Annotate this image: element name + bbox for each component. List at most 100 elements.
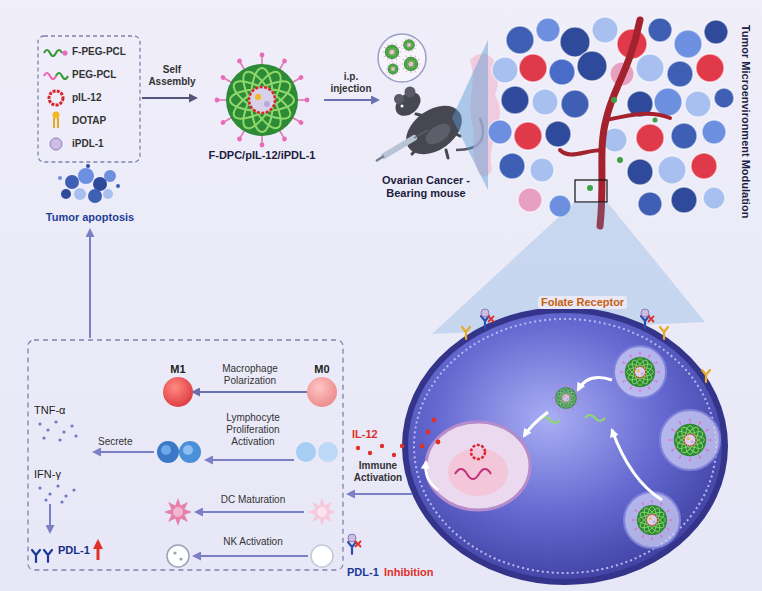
tumor-figure xyxy=(499,153,525,179)
tumor-cell-figure xyxy=(578,378,612,390)
annotation-label: Immune Activation xyxy=(350,460,406,484)
legend-sample xyxy=(42,87,70,109)
tumor-figure xyxy=(560,150,603,154)
legend-frame xyxy=(38,36,140,162)
legend-text: PEG-PCL xyxy=(72,69,116,81)
mouse-node: Ovarian Cancer -Bearing mouse xyxy=(378,34,474,200)
legend-sample xyxy=(44,50,62,56)
tumor-figure xyxy=(658,156,686,184)
node-label: Folate Receptor xyxy=(538,296,627,309)
immune-panel xyxy=(38,486,41,489)
connector-arrow xyxy=(324,99,378,101)
tumor-cell-figure xyxy=(524,412,548,436)
mouse-figure xyxy=(422,119,454,148)
immune-panel xyxy=(318,442,338,462)
immune-panel xyxy=(28,340,343,570)
node-label: Ovarian Cancer -Bearing mouse xyxy=(378,174,474,200)
immune-panel xyxy=(72,488,75,491)
tumor-cell-figure xyxy=(488,316,494,322)
nanoparticle-node: F-DPC/pIL-12/iPDL-1 xyxy=(200,56,324,162)
legend-row: PEG-PCL xyxy=(42,63,138,86)
node-label-group: M1 xyxy=(170,363,185,376)
apoptosis-figure xyxy=(65,175,79,189)
tumor-figure xyxy=(549,59,575,85)
tumor-cell-figure xyxy=(624,492,680,548)
immune-panel xyxy=(32,550,40,562)
annotation-label: PDL-1 xyxy=(347,566,379,579)
tumor-cell-figure xyxy=(405,309,725,582)
legend-row: pIL-12 xyxy=(42,86,138,109)
tumor-figure xyxy=(492,57,518,83)
il12-release xyxy=(348,493,412,495)
immune-panel xyxy=(49,504,51,532)
annotation-label: Lymphocyte Proliferation Activation xyxy=(210,412,296,448)
apoptosis-figure xyxy=(103,189,113,199)
tumor-cell-figure xyxy=(426,430,431,435)
tumor-cell-figure xyxy=(669,419,712,462)
tumor-figure xyxy=(561,90,589,118)
tumor-figure xyxy=(606,114,670,120)
apoptosis-figure xyxy=(89,230,91,338)
immune-panel xyxy=(317,507,327,517)
immune-panel xyxy=(38,420,77,503)
tumor-cell-figure xyxy=(632,500,672,540)
immune-panel xyxy=(28,340,343,570)
legend-row: DOTAP xyxy=(42,109,138,132)
node-label-group: Folate Receptor xyxy=(538,296,627,309)
tumor-figure xyxy=(685,91,711,117)
annotation-label: PDL-1 xyxy=(58,544,90,557)
tumor-cell-figure xyxy=(702,370,710,382)
annotation-label: IL-12 xyxy=(352,428,378,441)
tumor-figure xyxy=(671,187,697,213)
tumor-figure xyxy=(691,153,717,179)
tumor-figure xyxy=(638,192,662,216)
node-label-group: Tumor Microenvironment Modulation xyxy=(739,24,752,218)
tumor-figure xyxy=(674,30,702,58)
particle-inset xyxy=(386,62,400,76)
annotation-label: TNF-α xyxy=(34,404,65,417)
tumor-figure xyxy=(470,17,734,226)
tumor-cell-figure xyxy=(648,316,654,322)
apoptosis-figure xyxy=(116,184,120,188)
pdl1-blockade xyxy=(355,541,361,547)
immune-panel xyxy=(38,422,41,425)
tumor-figure xyxy=(506,26,534,54)
immune-panel xyxy=(296,442,316,462)
tumor-figure xyxy=(704,20,728,44)
immune-panel xyxy=(308,498,336,526)
tumor-cell-figure xyxy=(641,309,649,317)
pdl1-blockade xyxy=(348,542,356,554)
tumor-figure xyxy=(714,88,734,108)
annotation-label: Self Assembly xyxy=(146,64,198,88)
annotation-label: Inhibition xyxy=(384,566,433,579)
tumor-cell-figure xyxy=(552,384,580,412)
tumor-cell-figure xyxy=(426,422,530,510)
immune-panel xyxy=(56,484,59,487)
tumor-figure xyxy=(545,121,571,147)
immune-panel xyxy=(64,494,67,497)
legend-row: iPDL-1 xyxy=(42,132,138,155)
il12-release xyxy=(380,444,384,448)
edge-label: i.p. injection xyxy=(325,71,377,95)
legend-sample xyxy=(44,73,56,79)
immune-panel xyxy=(46,428,49,431)
node-label-group: F-DPC/pIL-12/iPDL-1 xyxy=(200,149,324,162)
particle-inset xyxy=(401,37,416,52)
tumor-cell-figure xyxy=(540,415,605,423)
tumor-figure xyxy=(519,54,547,82)
il12-release xyxy=(356,446,360,450)
apoptosis-figure xyxy=(104,170,116,182)
tumor-cell-figure xyxy=(660,327,668,339)
node-label-group: Ovarian Cancer -Bearing mouse xyxy=(378,174,474,200)
tumor-node: Tumor Microenvironment Modulation xyxy=(470,12,756,230)
tumor-figure xyxy=(600,20,640,226)
immune-panel xyxy=(167,545,189,567)
node-label: M1 xyxy=(170,363,185,376)
tumor-cell-figure xyxy=(432,418,437,423)
particle-inset xyxy=(402,55,421,74)
immune-panel xyxy=(179,441,201,463)
legend-frame xyxy=(38,36,140,162)
node-label: Tumor apoptosis xyxy=(38,211,142,224)
tumor-figure xyxy=(587,185,593,191)
annotation-label: NK Activation xyxy=(208,536,298,548)
